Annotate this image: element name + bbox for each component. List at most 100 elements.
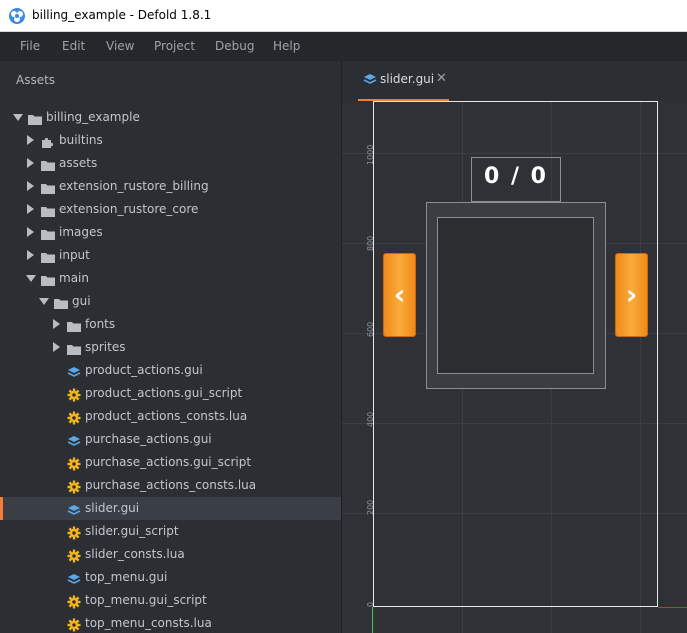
selection-indicator [0, 497, 3, 520]
gear-icon [67, 548, 81, 563]
tree-item-label: top_menu.gui_script [85, 593, 207, 607]
tree-item-product-actions-consts-lua[interactable]: product_actions_consts.lua [0, 405, 341, 428]
defold-logo-icon [9, 8, 25, 24]
chevron-right-icon[interactable] [53, 319, 60, 329]
folder-icon [41, 157, 55, 171]
chevron-right-icon[interactable] [27, 204, 34, 214]
tree-item-fonts[interactable]: fonts [0, 313, 341, 336]
tree-item-images[interactable]: images [0, 221, 341, 244]
close-tab-icon[interactable]: ✕ [436, 71, 447, 86]
tree-item-purchase-actions-consts-lua[interactable]: purchase_actions_consts.lua [0, 474, 341, 497]
folder-icon [67, 341, 81, 355]
tree-item-main[interactable]: main [0, 267, 341, 290]
gear-icon [67, 594, 81, 609]
tree-item-purchase-actions-gui-script[interactable]: purchase_actions.gui_script [0, 451, 341, 474]
tree-item-label: billing_example [46, 110, 140, 124]
y-axis-gizmo [372, 607, 373, 633]
window-title: billing_example - Defold 1.8.1 [32, 8, 212, 22]
gui-file-icon [67, 433, 81, 446]
tree-item-label: purchase_actions.gui [85, 432, 212, 446]
tree-item-sprites[interactable]: sprites [0, 336, 341, 359]
chevron-right-icon: › [625, 278, 638, 311]
tree-item-label: product_actions_consts.lua [85, 409, 248, 423]
assets-panel: Assets billing_example builtins assets exte… [0, 61, 341, 633]
tree-item-top-menu-gui-script[interactable]: top_menu.gui_script [0, 589, 341, 612]
tree-item-label: purchase_actions.gui_script [85, 455, 252, 469]
chevron-right-icon[interactable] [27, 181, 34, 191]
chevron-right-icon[interactable] [27, 250, 34, 260]
folder-icon [41, 249, 55, 263]
tree-item-label: slider.gui_script [85, 524, 179, 538]
right-arrow-button[interactable]: › [615, 253, 648, 337]
slider-inner-panel[interactable] [437, 217, 594, 374]
scene-frame [373, 101, 658, 607]
menu-view[interactable]: View [106, 39, 135, 53]
tree-item-gui[interactable]: gui [0, 290, 341, 313]
tree-item-label: fonts [85, 317, 116, 331]
tree-item-label: slider_consts.lua [85, 547, 185, 561]
tab-label: slider.gui [380, 72, 435, 86]
tree-item-extension-rustore-core[interactable]: extension_rustore_core [0, 198, 341, 221]
tree-item-label: sprites [85, 340, 126, 354]
assets-header: Assets [16, 73, 56, 87]
tree-item-top-menu-consts-lua[interactable]: top_menu_consts.lua [0, 612, 341, 633]
folder-icon [54, 295, 68, 309]
tree-item-product-actions-gui-script[interactable]: product_actions.gui_script [0, 382, 341, 405]
chevron-right-icon[interactable] [27, 135, 34, 145]
menu-debug[interactable]: Debug [215, 39, 255, 53]
tree-item-label: product_actions.gui_script [85, 386, 243, 400]
puzzle-icon [41, 134, 55, 148]
gui-file-icon [67, 364, 81, 377]
folder-icon [41, 203, 55, 217]
editor-tab-bar: slider.gui ✕ [342, 61, 687, 101]
chevron-down-icon[interactable] [26, 275, 36, 282]
panel-divider[interactable] [341, 61, 342, 633]
tree-item-label: top_menu.gui [85, 570, 168, 584]
folder-icon [67, 318, 81, 332]
tree-item-top-menu-gui[interactable]: top_menu.gui [0, 566, 341, 589]
tab-slider-gui[interactable]: slider.gui ✕ [358, 61, 449, 101]
left-arrow-button[interactable]: ‹ [383, 253, 416, 337]
tree-item-label: main [59, 271, 89, 285]
grid-line [342, 423, 687, 424]
folder-icon [41, 226, 55, 240]
folder-icon [28, 111, 42, 125]
counter-box[interactable]: 0 / 0 [471, 157, 561, 202]
folder-icon [41, 180, 55, 194]
gear-icon [67, 525, 81, 540]
tree-item-input[interactable]: input [0, 244, 341, 267]
folder-icon [41, 272, 55, 286]
tree-item-purchase-actions-gui[interactable]: purchase_actions.gui [0, 428, 341, 451]
tree-item-billing-example[interactable]: billing_example [0, 106, 341, 129]
menu-file[interactable]: File [20, 39, 41, 53]
menu-edit[interactable]: Edit [62, 39, 86, 53]
chevron-right-icon[interactable] [27, 227, 34, 237]
tree-item-builtins[interactable]: builtins [0, 129, 341, 152]
tree-item-label: builtins [59, 133, 103, 147]
gear-icon [67, 456, 81, 471]
chevron-right-icon[interactable] [53, 342, 60, 352]
tree-item-label: images [59, 225, 103, 239]
tree-item-product-actions-gui[interactable]: product_actions.gui [0, 359, 341, 382]
counter-text: 0 / 0 [484, 164, 548, 189]
menu-help[interactable]: Help [273, 39, 301, 53]
tree-item-label: extension_rustore_core [59, 202, 199, 216]
chevron-right-icon[interactable] [27, 158, 34, 168]
gear-icon [67, 410, 81, 425]
chevron-down-icon[interactable] [13, 114, 23, 121]
gui-file-icon [67, 502, 81, 515]
menu-project[interactable]: Project [154, 39, 196, 53]
tree-item-label: assets [59, 156, 98, 170]
gear-icon [67, 387, 81, 402]
chevron-down-icon[interactable] [39, 298, 49, 305]
x-axis-gizmo [658, 607, 687, 608]
editor-area: slider.gui ✕ 1000 800 600 400 200 0 0 / … [342, 61, 687, 633]
tree-item-extension-rustore-billing[interactable]: extension_rustore_billing [0, 175, 341, 198]
tree-item-slider-gui-script[interactable]: slider.gui_script [0, 520, 341, 543]
grid-line [342, 513, 687, 514]
tree-item-slider-consts-lua[interactable]: slider_consts.lua [0, 543, 341, 566]
tree-item-assets[interactable]: assets [0, 152, 341, 175]
tree-item-slider-gui[interactable]: slider.gui [0, 497, 341, 520]
tree-item-label: input [59, 248, 90, 262]
scene-canvas[interactable]: 1000 800 600 400 200 0 0 / 0 ‹ › [342, 101, 687, 633]
